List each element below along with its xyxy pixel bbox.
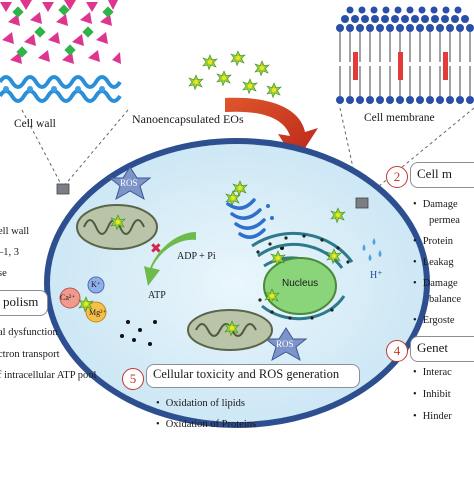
right-item-4: Leakag: [413, 257, 454, 268]
right-item-5: Damage: [413, 278, 458, 289]
mitochondrion-1: [76, 204, 158, 250]
right-item-6: balance: [429, 294, 462, 305]
ca-label: Ca²⁺: [60, 293, 76, 302]
left-item-1: al dysfunction: [0, 327, 58, 338]
nano-eos-label: Nanoencapsulated EOs: [132, 112, 244, 126]
right-item-3: Protein: [413, 236, 453, 247]
section-4-title: Genet: [417, 340, 449, 355]
ros-bottom-label: ROS: [276, 339, 294, 349]
section-4-number: 4: [386, 340, 408, 362]
membrane-receptor-right: [355, 197, 369, 209]
bottom-item-2: Oxidation of Proteins: [156, 419, 256, 430]
right-item-8: Interac: [413, 367, 452, 378]
nucleus: [251, 231, 354, 321]
right-item-7: Ergoste: [413, 315, 455, 326]
ca-ion: [59, 287, 81, 309]
inhibition-mark: ✖: [150, 241, 162, 257]
atp-label: ATP: [148, 290, 166, 301]
atp-synthesis-arrow: [144, 232, 196, 286]
section-4-box: Genet: [410, 336, 474, 362]
right-item-9: Inhibit: [413, 389, 451, 400]
left-section-box: polism: [0, 290, 48, 316]
left-section-title: polism: [3, 294, 39, 309]
left-line-2: –1, 3: [0, 247, 19, 258]
section-2-number: 2: [386, 166, 408, 188]
proton-droplets: [362, 238, 382, 261]
ros-star-top: [108, 166, 152, 201]
section-2-title: Cell m: [417, 166, 453, 181]
mg-label: Mg²⁺: [89, 308, 107, 317]
ros-star-bottom: [264, 327, 308, 362]
eo-particles-cluster: [188, 50, 282, 98]
golgi-apparatus: [226, 198, 274, 239]
cell-wall-illustration: [0, 0, 122, 103]
adp-pi-label: ADP + Pi: [177, 251, 216, 262]
left-item-2: ctron transport: [0, 349, 60, 360]
k-ion: [87, 276, 105, 294]
left-line-1: ell wall: [0, 226, 30, 237]
right-item-1: Damage: [413, 199, 458, 210]
right-item-10: Hinder: [413, 411, 452, 422]
right-item-2: permea: [429, 215, 460, 226]
cell-membrane-illustration: [336, 6, 474, 104]
cell-membrane-label: Cell membrane: [364, 112, 435, 124]
section-5-number: 5: [122, 368, 144, 390]
cell-wall-label: Cell wall: [14, 118, 56, 130]
nucleus-label: Nucleus: [282, 278, 319, 289]
section-5-box: Cellular toxicity and ROS generation: [146, 364, 360, 388]
ros-top-label: ROS: [120, 178, 138, 188]
mitochondrion-2: [187, 309, 273, 351]
left-line-3: se: [0, 268, 7, 279]
bottom-item-1: Oxidation of lipids: [156, 398, 245, 409]
k-plus-label: K⁺: [91, 280, 101, 289]
left-item-3: f intracellular ATP pool: [0, 370, 97, 381]
h-plus-label: H⁺: [370, 270, 383, 281]
wall-receptor-left: [56, 183, 70, 195]
section-2-box: Cell m: [410, 162, 474, 188]
section-5-title: Cellular toxicity and ROS generation: [153, 367, 340, 381]
